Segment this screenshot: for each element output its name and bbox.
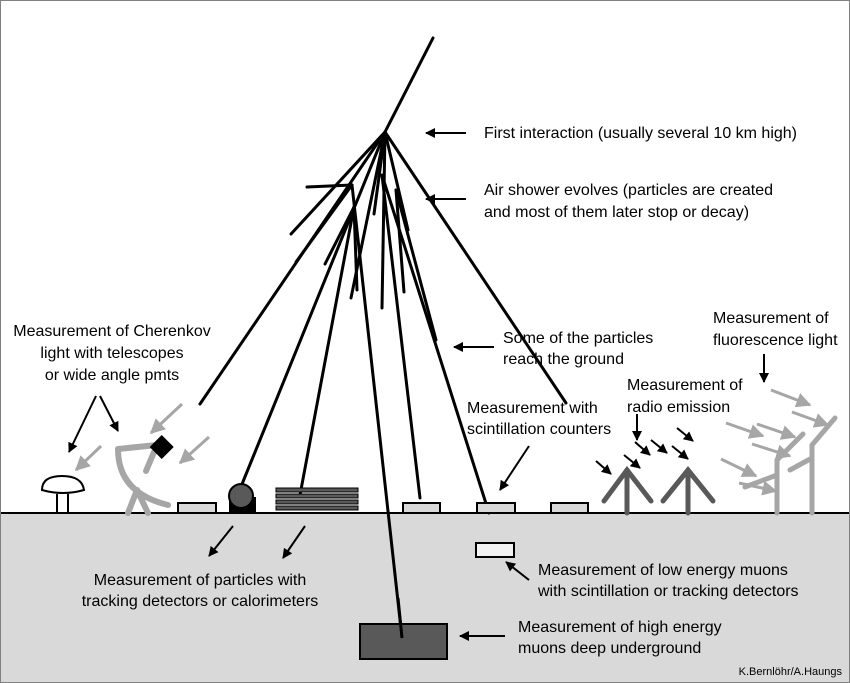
radio-wave-arrow [650, 439, 668, 454]
arrow-cherenkov-telescope [99, 395, 119, 432]
high-muon-label-line1: Measurement of high energy [518, 619, 722, 636]
low-energy-muon-detector [475, 542, 515, 558]
shower-track [236, 130, 387, 496]
shower-track [372, 130, 387, 216]
shower-evolves-label-line1: Air shower evolves (particles are create… [484, 182, 774, 199]
muon-track-end [396, 597, 404, 639]
radio-wave-arrow [671, 445, 689, 460]
scintillator-detector [476, 502, 516, 514]
scintillator-detector [177, 502, 217, 514]
reach-ground-label-line1: Some of the particles [503, 330, 654, 347]
calorimeter-detector [228, 483, 256, 513]
pointer-arrows [68, 128, 769, 641]
reach-ground-label-line2: reach the ground [503, 351, 624, 368]
shower-track [294, 183, 354, 264]
shower-track [383, 130, 568, 405]
arrow-cherenkov-pmt [68, 395, 97, 453]
shower-track [198, 130, 387, 406]
arrow-scintillation [499, 445, 530, 491]
air-shower [198, 36, 568, 640]
cherenkov-label-line3: or wide angle pmts [44, 367, 180, 384]
high-muon-label-line2: muons deep underground [518, 640, 702, 657]
arrow-tracking-1 [208, 525, 234, 557]
shower-track [352, 205, 359, 292]
primary-particle-track [383, 36, 435, 134]
arrow-tracking-2 [282, 525, 306, 559]
pmt-dome [40, 474, 86, 494]
shower-track [383, 130, 410, 232]
cherenkov-light-arrow [74, 444, 103, 472]
fluorescence-light-arrow [770, 388, 812, 408]
shower-evolves-label-line2: and most of them later stop or decay) [484, 204, 750, 221]
scintillation-label-line2: scintillation counters [467, 421, 612, 438]
cherenkov-telescope [115, 442, 171, 516]
shower-track [394, 188, 406, 294]
low-muon-label-line2: with scintillation or tracking detectors [538, 583, 799, 600]
fluorescence-label-line2: fluorescence light [713, 332, 838, 349]
tracking-detector [275, 487, 359, 511]
radio-wave-arrow [623, 454, 641, 469]
shower-track [394, 188, 438, 342]
fluorescence-label-line1: Measurement of [713, 310, 829, 327]
low-muon-label-line1: Measurement of low energy muons [538, 562, 788, 579]
cherenkov-label-line2: light with telescopes [40, 345, 184, 362]
scintillator-detector [402, 502, 441, 514]
radio-label-line1: Measurement of [627, 377, 743, 394]
radio-signal-arrows [595, 427, 694, 475]
radio-wave-arrow [634, 441, 651, 456]
shower-track [289, 130, 387, 236]
cherenkov-label-line1: Measurement of Cherenkov [13, 323, 211, 340]
shower-track [380, 130, 387, 310]
radio-label-line2: radio emission [627, 399, 731, 416]
first-interaction-label: First interaction (usually several 10 km… [484, 125, 798, 142]
arrow-low-muons [505, 561, 530, 581]
fluorescence-light-arrow [791, 410, 830, 428]
scintillator-detector [550, 502, 589, 514]
shower-track [380, 173, 422, 500]
light-arrows [74, 388, 830, 496]
radio-antennas [601, 465, 716, 516]
cherenkov-light-arrow [178, 435, 211, 465]
fluorescence-light-arrow [720, 457, 758, 478]
shower-track [323, 205, 356, 266]
shower-track [350, 183, 404, 640]
tracking-label-line2: tracking detectors or calorimeters [81, 593, 319, 610]
shower-track [298, 205, 356, 497]
radio-wave-arrow [595, 460, 612, 475]
cherenkov-light-arrow [149, 402, 184, 435]
credit-label: K.Bernlöhr/A.Haungs [738, 666, 842, 678]
high-energy-muon-detector [359, 623, 448, 660]
fluorescence-telescopes [742, 415, 838, 516]
scintillation-label-line1: Measurement with [467, 400, 598, 417]
fluorescence-light-arrow [725, 421, 765, 439]
radio-wave-arrow [676, 427, 694, 442]
sky-area [1, 1, 849, 513]
tracking-label-line1: Measurement of particles with [93, 572, 307, 589]
telescope-dish [115, 446, 171, 508]
fluorescence-light-arrow [756, 422, 797, 440]
telescope-camera [149, 434, 174, 460]
cherenkov-pmt-detector [40, 474, 86, 513]
shower-track [305, 183, 354, 189]
